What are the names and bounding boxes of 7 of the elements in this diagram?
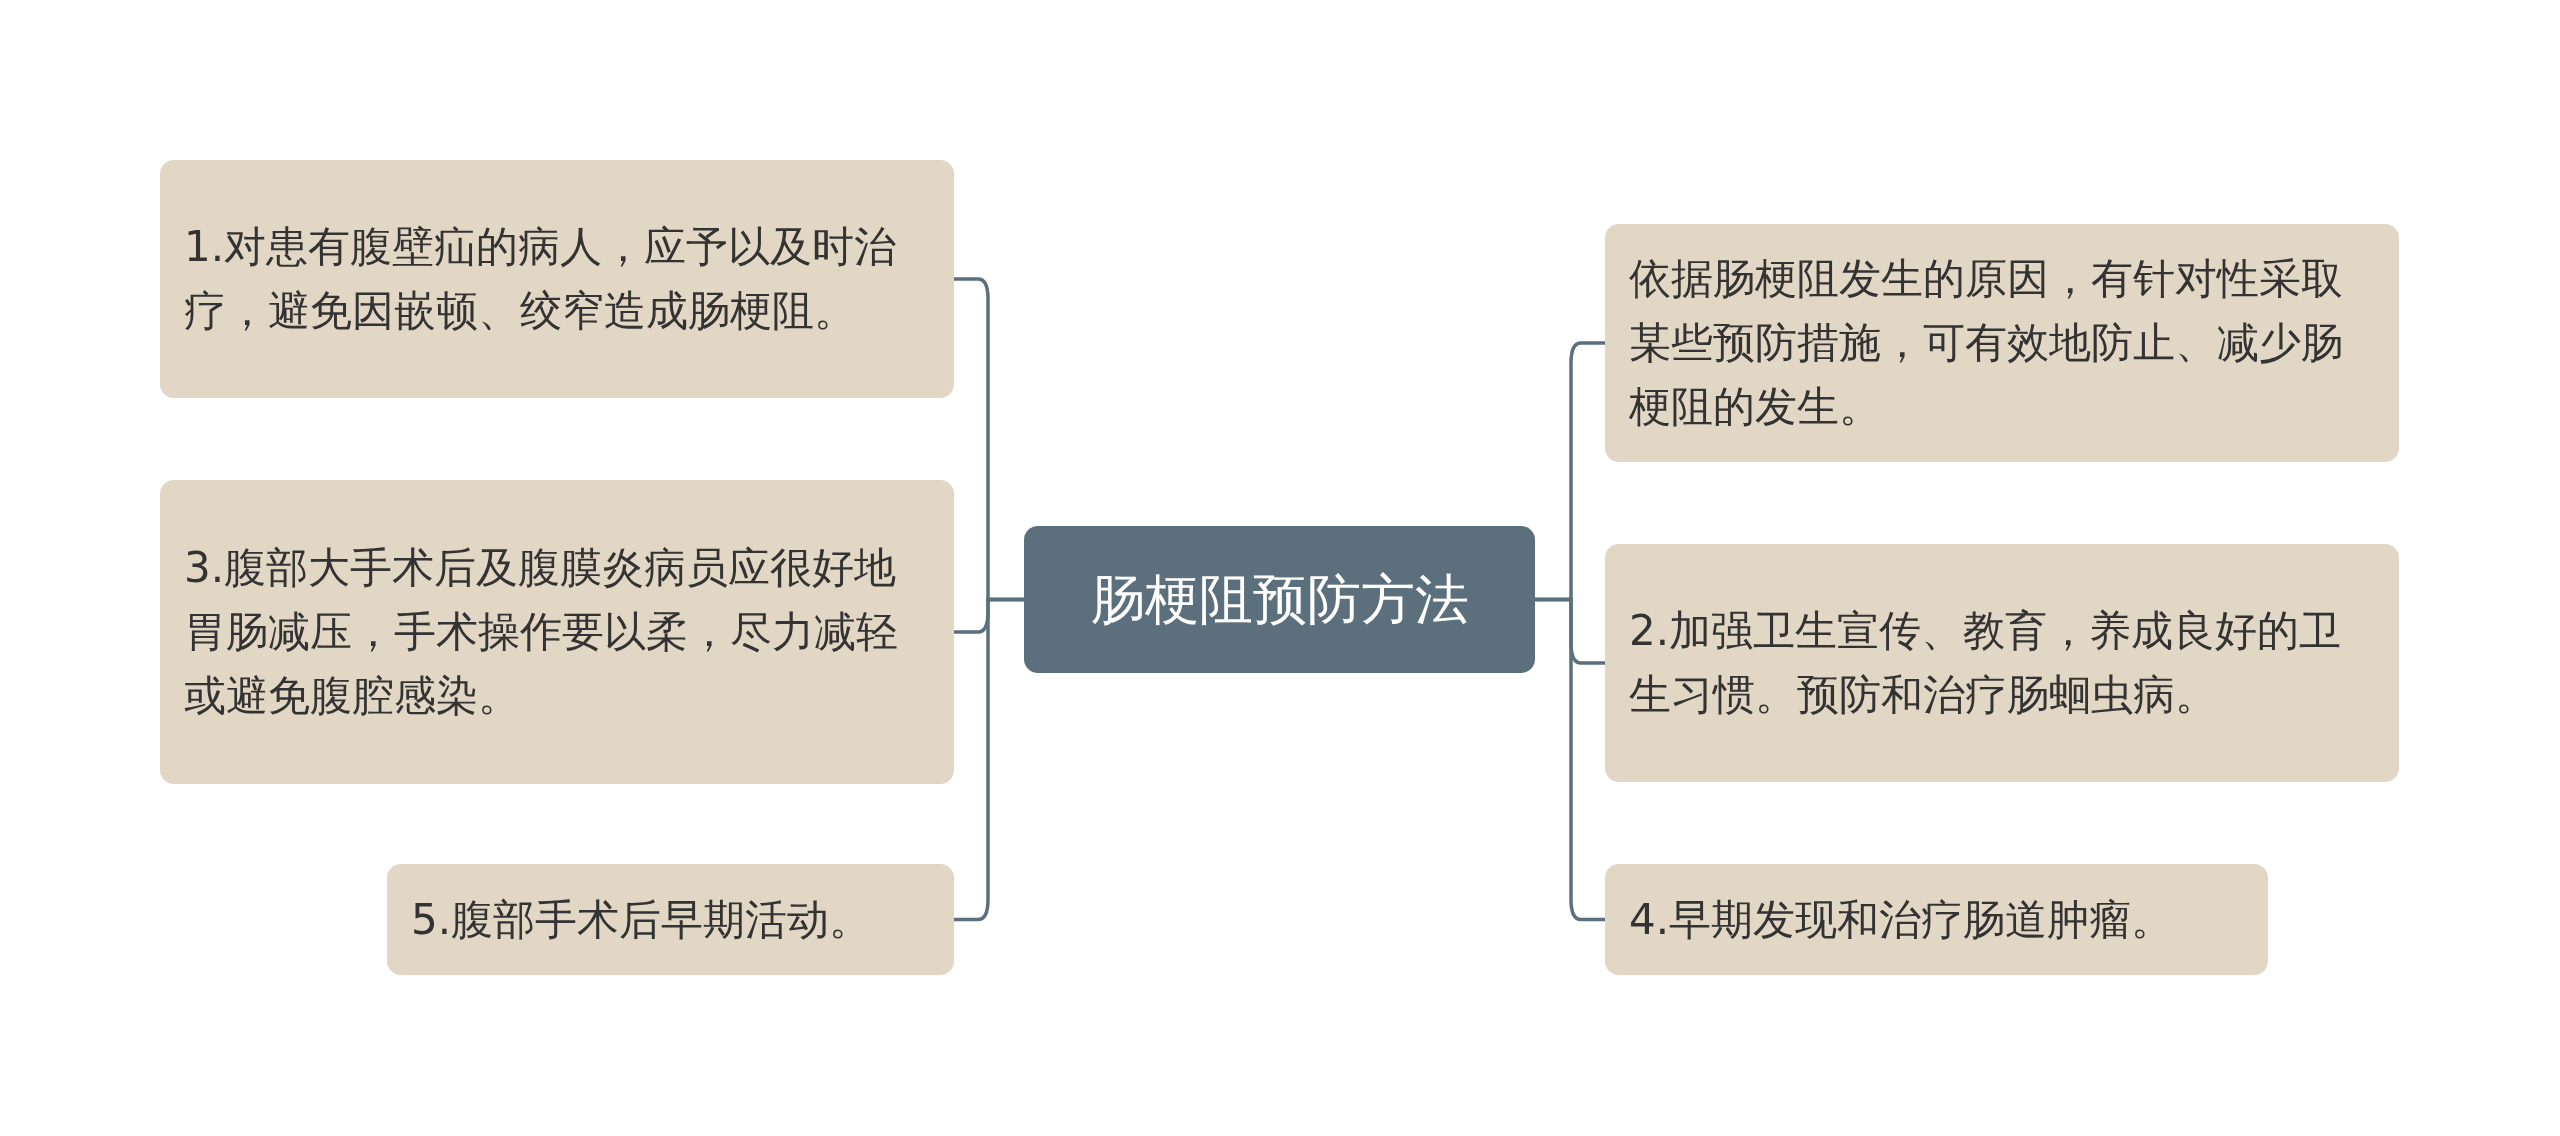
topic-box: 4.早期发现和治疗肠道肿瘤。 bbox=[1605, 864, 2268, 975]
topic-box: 2.加强卫生宣传、教育，养成良好的卫生习惯。预防和治疗肠蛔虫病。 bbox=[1605, 544, 2399, 782]
topic-box: 3.腹部大手术后及腹膜炎病员应很好地胃肠减压，手术操作要以柔，尽力减轻或避免腹腔感染。 bbox=[160, 480, 954, 784]
topic-box: 5.腹部手术后早期活动。 bbox=[387, 864, 954, 975]
topic-box: 1.对患有腹壁疝的病人，应予以及时治疗，避免因嵌顿、绞窄造成肠梗阻。 bbox=[160, 160, 954, 398]
topic-box: 依据肠梗阻发生的原因，有针对性采取某些预防措施，可有效地防止、减少肠梗阻的发生。 bbox=[1605, 224, 2399, 462]
central-topic: 肠梗阻预防方法 bbox=[1024, 526, 1535, 673]
